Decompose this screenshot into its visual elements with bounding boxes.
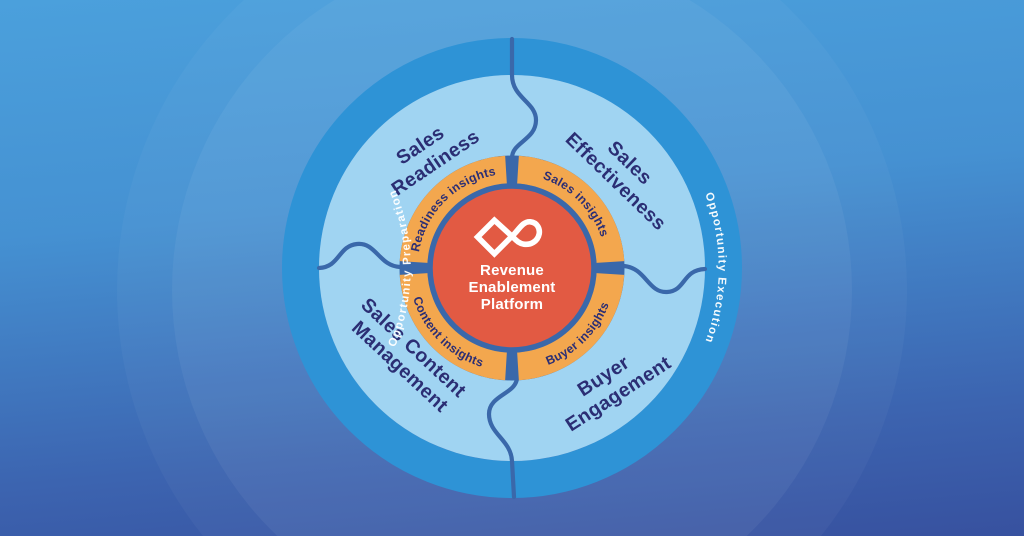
quadrant-dividers	[316, 36, 708, 500]
divider-wave-top	[509, 36, 539, 161]
center-title-line: Platform	[480, 296, 544, 313]
insights-ring-base	[399, 155, 625, 381]
center-title: Revenue Enablement Platform	[442, 262, 582, 313]
divider-wave-left	[316, 241, 403, 271]
insights-arc-top-left	[399, 155, 508, 264]
insights-ring	[399, 155, 625, 381]
divider-wave-right	[621, 263, 708, 295]
insights-arc-bottom-left	[399, 272, 508, 381]
center-title-line: Enablement	[468, 279, 556, 296]
infinity-logo-icon	[473, 216, 543, 258]
insights-arc-bottom-right	[516, 272, 625, 381]
divider-wave-bottom	[486, 375, 520, 500]
center-circle	[427, 183, 597, 353]
center-title-line: Revenue	[480, 262, 544, 279]
insights-arc-top-right	[516, 155, 625, 264]
